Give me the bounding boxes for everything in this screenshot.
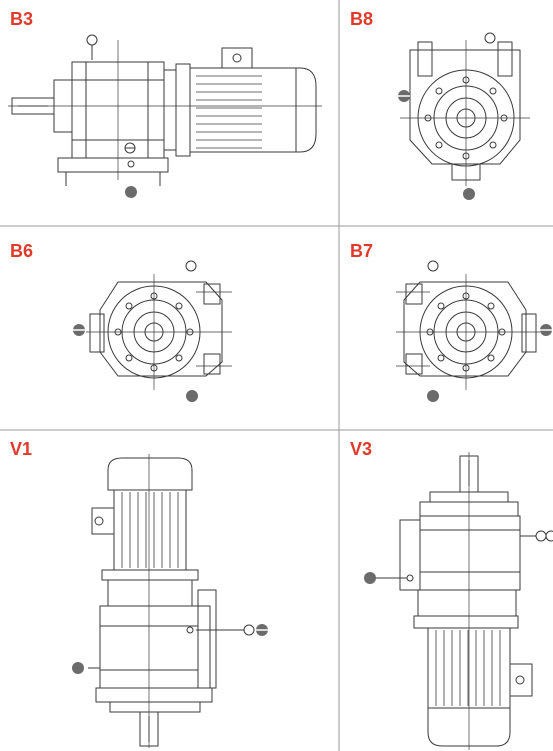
b3-oil-level-icon — [124, 142, 136, 168]
b7-oil-level-icon — [540, 324, 552, 336]
b7-oil-drain-icon — [427, 390, 439, 402]
v3-oil-fill-icon — [520, 530, 547, 542]
b3-oil-drain-icon — [125, 186, 137, 198]
label-v1: V1 — [10, 439, 33, 459]
v1-oil-fill-icon — [186, 624, 255, 636]
label-b8: B8 — [350, 9, 374, 29]
b8-oil-fill-icon — [484, 32, 496, 44]
v1-oil-drain-icon — [72, 662, 84, 674]
v3-oil-drain-icon — [364, 572, 414, 584]
label-b6: B6 — [10, 241, 34, 261]
b6-oil-fill-icon — [185, 260, 197, 272]
b8-oil-level-icon — [398, 90, 410, 102]
label-b7: B7 — [350, 241, 374, 261]
label-v3: V3 — [350, 439, 373, 459]
b3-motor-drawing — [8, 40, 322, 186]
b8-gearbox-drawing — [400, 40, 530, 186]
v1-motor-drawing — [88, 454, 217, 748]
b6-oil-level-icon — [73, 324, 85, 336]
v3-oil-level-icon — [545, 530, 553, 542]
label-b3: B3 — [10, 9, 34, 29]
b3-oil-fill-icon — [86, 34, 98, 60]
b6-gearbox-drawing — [86, 274, 232, 390]
b8-oil-drain-icon — [463, 188, 475, 200]
b7-gearbox-drawing — [396, 274, 540, 390]
v3-motor-drawing — [399, 452, 533, 750]
v1-oil-level-icon — [256, 624, 268, 636]
b7-oil-fill-icon — [427, 260, 439, 272]
b6-oil-drain-icon — [186, 390, 198, 402]
